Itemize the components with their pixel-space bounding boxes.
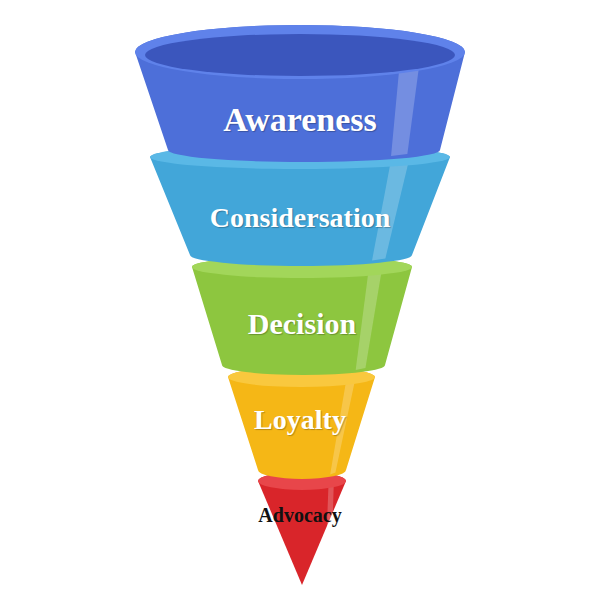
- stage-label: Decision: [248, 307, 356, 340]
- band-rim: [258, 472, 346, 490]
- funnel-band: Loyalty: [210, 365, 390, 481]
- band-body: [258, 472, 346, 585]
- highlight-stripe: [391, 68, 419, 156]
- stage-label: Awareness: [223, 101, 377, 138]
- band-body: [228, 367, 375, 479]
- stage-label: Advocacy: [258, 504, 341, 526]
- band-rim: [192, 256, 412, 278]
- funnel-band: Advocacy: [205, 470, 395, 587]
- stage-label: Loyalty: [254, 405, 346, 436]
- band-body: [135, 25, 465, 162]
- highlight-stripe: [356, 274, 382, 370]
- band-rim: [150, 145, 450, 169]
- stage-label: Considersation: [210, 203, 390, 234]
- band-rim: [135, 25, 465, 79]
- band-rim: [228, 367, 375, 387]
- band-shape: [130, 23, 470, 164]
- band-body: [192, 256, 412, 375]
- funnel-opening: [145, 34, 455, 76]
- band-shape: [205, 470, 395, 587]
- funnel-band: Awareness: [130, 23, 470, 164]
- band-body: [150, 145, 450, 266]
- funnel-band: Decision: [187, 254, 417, 377]
